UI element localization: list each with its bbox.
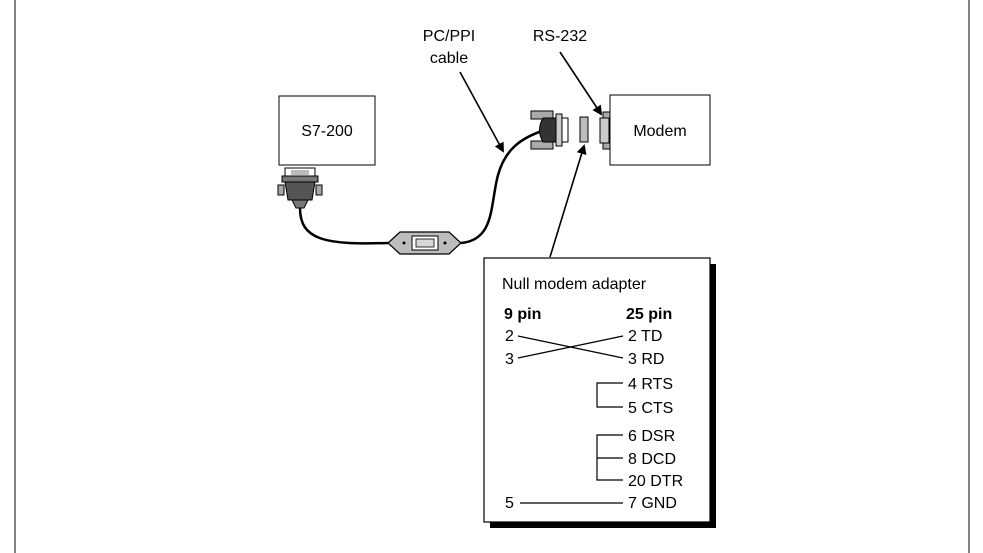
- cable-end-connector: [530, 110, 569, 150]
- adapter-callout-arrow: [549, 144, 587, 258]
- cable-callout-line2: cable: [430, 50, 468, 67]
- modem-rs232-connector: [599, 111, 611, 150]
- modem-label: Modem: [633, 123, 686, 140]
- adapter-header-9pin: 9 pin: [504, 306, 541, 323]
- left-pin-2: 2: [505, 328, 514, 345]
- cable-converter-box: [387, 231, 462, 255]
- right-pin-td: 2 TD: [628, 328, 662, 345]
- cable-segment-right: [460, 128, 546, 245]
- plc-db9-connector: [277, 167, 323, 209]
- plc-box: S7-200: [278, 95, 376, 166]
- cable-segment-left: [298, 207, 389, 245]
- null-modem-adapter-block: [579, 116, 589, 143]
- adapter-header-25pin: 25 pin: [626, 306, 672, 323]
- right-pin-gnd: 7 GND: [628, 495, 677, 512]
- crossover-wire-3-to-2: [517, 335, 624, 359]
- cable-callout-arrow: [459, 71, 504, 153]
- right-pin-dtr: 20 DTR: [628, 473, 683, 490]
- right-pin-dcd: 8 DCD: [628, 451, 676, 468]
- right-pin-cts: 5 CTS: [628, 400, 673, 417]
- right-pin-rd: 3 RD: [628, 351, 664, 368]
- left-pin-3: 3: [505, 351, 514, 368]
- right-pin-rts: 4 RTS: [628, 376, 673, 393]
- cable-callout-line1: PC/PPI: [423, 28, 475, 45]
- modem-box: Modem: [609, 94, 711, 166]
- adapter-detail-box: Null modem adapter 9 pin 25 pin 2 3 5 2 …: [483, 257, 716, 528]
- left-pin-5: 5: [505, 495, 514, 512]
- rs232-callout: RS-232: [533, 28, 587, 45]
- adapter-title: Null modem adapter: [502, 276, 647, 293]
- right-pin-dsr: 6 DSR: [628, 428, 675, 445]
- rts-cts-jumper: [596, 382, 623, 408]
- rs232-callout-arrow: [559, 51, 603, 116]
- plc-label: S7-200: [301, 123, 353, 140]
